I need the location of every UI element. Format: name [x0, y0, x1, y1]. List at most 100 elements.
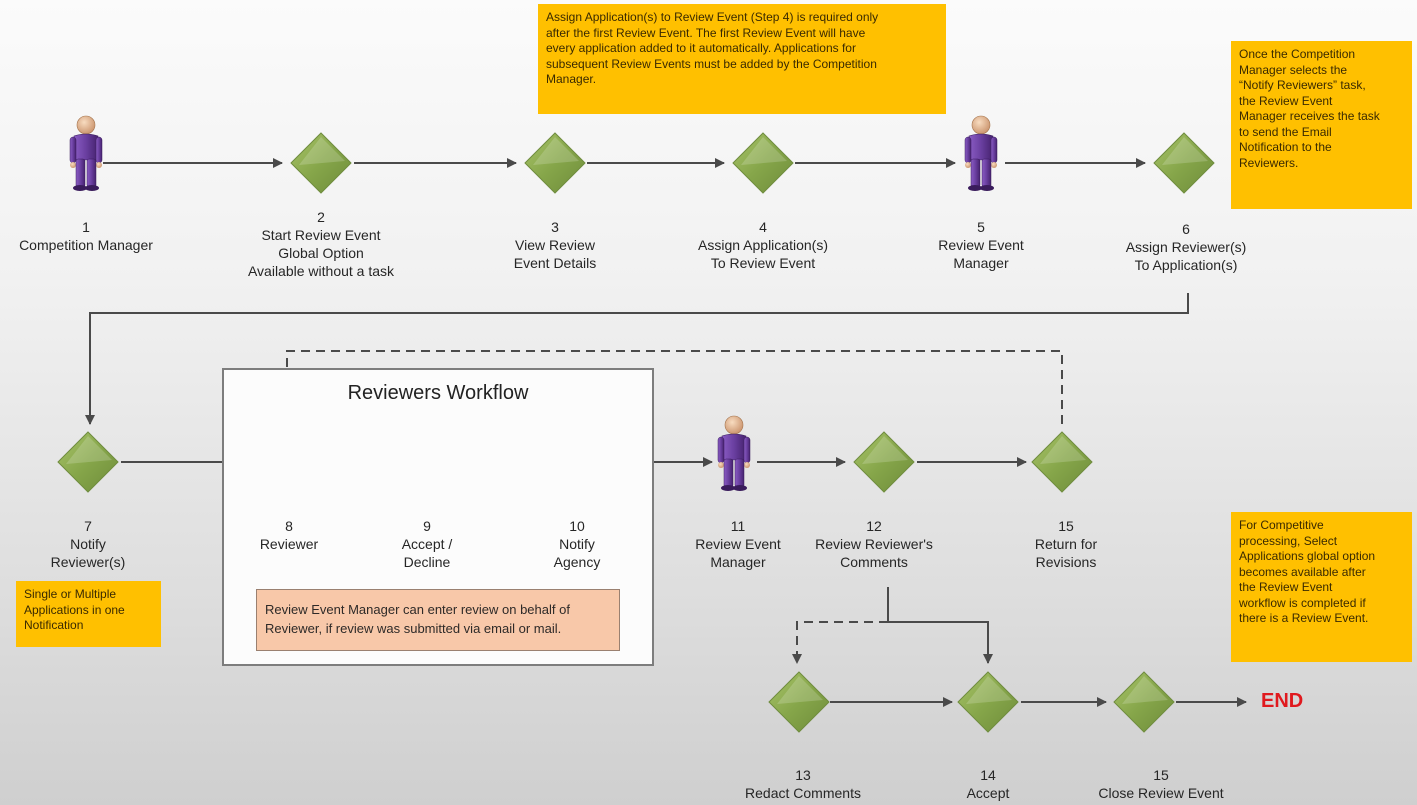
callout-line: after the first Review Event. The first … — [546, 25, 866, 40]
step-text-line: Manager — [710, 554, 766, 570]
end-label: END — [1261, 690, 1304, 712]
step-number: 3 — [551, 219, 559, 235]
step-text-line: To Application(s) — [1134, 257, 1238, 273]
callout-line: the Review Event — [1239, 580, 1333, 594]
step-text-line: Return for — [1034, 536, 1098, 552]
step-text-line: Notify — [70, 536, 106, 552]
callout-line: Applications global option — [1239, 549, 1376, 563]
review-event-manager-person-icon — [964, 115, 998, 191]
callout-line: Reviewers. — [1239, 155, 1299, 170]
step-text-line: Close Review Event — [1098, 785, 1224, 801]
callout-line: processing, Select — [1239, 533, 1338, 548]
callout-line: Notification — [24, 618, 84, 632]
step-number: 9 — [423, 518, 431, 534]
step-text-line: Reviewer(s) — [50, 554, 126, 570]
callout-line: every application added to it automatica… — [546, 41, 856, 55]
callout-line: the Review Event — [1239, 93, 1333, 108]
step-text-line: Manager — [953, 255, 1009, 271]
step-text-line: Review Reviewer's — [815, 536, 933, 552]
reviewers-workflow-title: Reviewers Workflow — [347, 382, 529, 404]
connector-6-7 — [85, 293, 1189, 425]
step-number: 1 — [82, 219, 90, 235]
note-line: Reviewer, if review was submitted via em… — [265, 621, 562, 636]
step-15-close-diamond-icon — [1113, 671, 1175, 733]
step-7-diamond-icon — [57, 431, 119, 493]
callout-line: workflow is completed if — [1239, 595, 1366, 610]
step-text-line: Event Details — [513, 255, 597, 271]
step-text-line: Assign Reviewer(s) — [1125, 239, 1247, 255]
step-6-diamond-icon — [1153, 132, 1215, 194]
step-4-diamond-icon — [732, 132, 794, 194]
step-number: 10 — [569, 518, 585, 534]
step-number: 14 — [980, 767, 996, 783]
callout-line: Manager. — [546, 72, 597, 86]
step-number: 12 — [866, 518, 882, 534]
step-text-line: Reviewer — [259, 536, 319, 552]
callout-line: to send the Email — [1239, 124, 1332, 139]
competition-manager-person-icon — [69, 115, 103, 191]
callout-line: subsequent Review Events must be added b… — [546, 56, 877, 71]
step-number: 8 — [285, 518, 293, 534]
step-number: 6 — [1182, 221, 1190, 237]
step-15-return-diamond-icon — [1031, 431, 1093, 493]
step-number: 5 — [977, 219, 985, 235]
step-text-line: Global Option — [278, 245, 364, 261]
callout-line: “Notify Reviewers” task, — [1239, 78, 1366, 92]
callout-line: becomes available after — [1239, 564, 1366, 579]
note-line: Review Event Manager can enter review on… — [265, 602, 570, 617]
callout-line: Manager selects the — [1239, 62, 1348, 77]
step-number: 2 — [317, 209, 325, 225]
single-multiple-callout: Single or Multiple Applications in one N… — [16, 581, 161, 647]
step-text-line: Assign Application(s) — [698, 237, 828, 253]
connector-12-13 — [792, 621, 888, 664]
step-text-line: Start Review Event — [261, 227, 381, 243]
step-number: 13 — [795, 767, 811, 783]
step-text-line: Comments — [840, 554, 908, 570]
step-text-line: Notify — [559, 536, 595, 552]
step-text-line: Review Event — [938, 237, 1024, 253]
step-14-diamond-icon — [957, 671, 1019, 733]
step-text-line: Agency — [553, 554, 601, 570]
step-text-line: Decline — [403, 554, 451, 570]
step-number: 15 — [1058, 518, 1074, 534]
step-number: 7 — [84, 518, 92, 534]
competitive-callout: For Competitive processing, Select Appli… — [1231, 512, 1412, 662]
step-text-line: Redact Comments — [745, 785, 861, 801]
callout-line: Manager receives the task — [1239, 109, 1380, 123]
callout-line: Notification to the — [1239, 140, 1332, 154]
notify-reviewers-callout: Once the Competition Manager selects the… — [1231, 41, 1412, 209]
step-text-line: View Review — [515, 237, 595, 253]
reviewer-proxy-note: Review Event Manager can enter review on… — [256, 589, 620, 651]
step-2-diamond-icon — [290, 132, 352, 194]
callout-line: Applications in one — [24, 602, 125, 617]
callout-line: there is a Review Event. — [1239, 611, 1369, 625]
step-13-diamond-icon — [768, 671, 830, 733]
step-text-line: Available without a task — [247, 263, 395, 279]
callout-line: Single or Multiple — [24, 587, 117, 601]
callout-line: For Competitive — [1239, 518, 1324, 532]
step-number: 4 — [759, 219, 767, 235]
review-event-manager-person-icon-2 — [717, 415, 751, 491]
connector-12-14 — [887, 587, 993, 664]
step-number: 11 — [730, 518, 746, 534]
step-text-line: Accept / — [401, 536, 453, 552]
step-12-diamond-icon — [853, 431, 915, 493]
step-text-line: Review Event — [695, 536, 781, 552]
